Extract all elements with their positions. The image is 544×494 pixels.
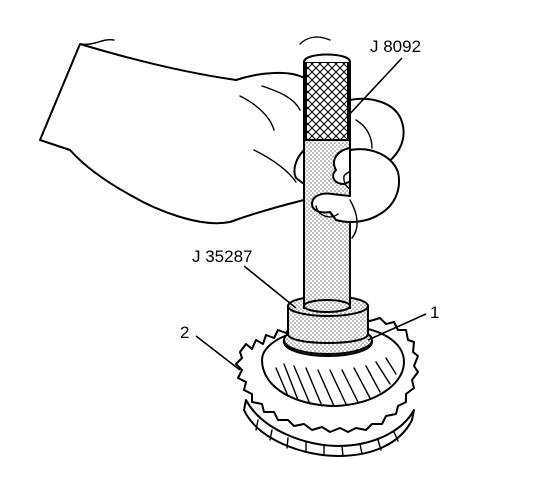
leader-1 [367,313,427,341]
callout-1: 1 [430,303,439,322]
hand-palm [39,43,305,225]
handle-j8092 [303,53,351,313]
leader-j8092 [345,57,403,119]
hand-outline [39,36,405,239]
gear-lower-ring [243,399,415,457]
leader-j35287 [243,265,297,309]
callout-2: 2 [180,323,189,342]
fingers-front [311,148,400,223]
leader-2 [195,335,241,371]
leader-lines [195,57,427,371]
label-j35287: J 35287 [192,247,253,266]
label-j8092: J 8092 [370,37,421,56]
lower-ring-teeth [255,419,399,457]
helical-teeth [275,357,397,407]
knurled-grip [305,61,349,141]
